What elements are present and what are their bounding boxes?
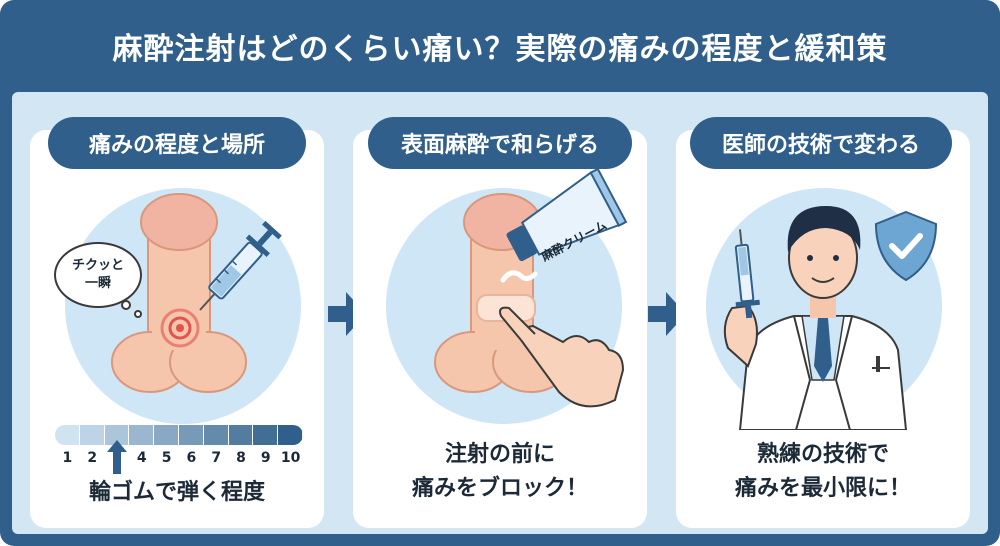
- coat-lapel-left: [793, 315, 812, 430]
- pain-scale-segment: [178, 425, 204, 445]
- pain-scale-label: 7: [211, 450, 222, 466]
- pain-level-arrow-icon: [107, 440, 127, 474]
- pain-scale-segment: [228, 425, 254, 445]
- panel1-heading: 痛みの程度と場所: [48, 117, 306, 169]
- cream-squeeze: [500, 270, 538, 283]
- panel2-illustration: [434, 167, 628, 408]
- coat-lapel-right: [834, 315, 853, 430]
- panel1-caption: 輪ゴムで弾く程度: [88, 480, 265, 505]
- panel3-caption-line1: 熟練の技術で: [756, 442, 889, 467]
- doctor-tie: [814, 318, 832, 382]
- doctor-eye-left: [807, 255, 813, 261]
- doctor-smile: [811, 277, 835, 283]
- pain-ring-inner: [168, 316, 192, 340]
- head-shape: [140, 193, 218, 251]
- pain-scale-label: 4: [136, 450, 147, 466]
- finger-shape: [499, 306, 536, 341]
- title-bar: 麻酔注射はどのくらい痛い？実際の痛みの程度と緩和策: [0, 0, 1000, 92]
- syringe-icon: [734, 229, 760, 319]
- page-title: 麻酔注射はどのくらい痛い？実際の痛みの程度と緩和策: [112, 32, 888, 67]
- arrow-right-icon: [328, 292, 366, 336]
- pain-scale-label: 10: [280, 450, 301, 466]
- arrow-right-icon: [648, 292, 686, 336]
- bubble-text-line2: 一瞬: [84, 276, 111, 291]
- doctor-hair: [787, 206, 861, 252]
- pain-scale-label: 6: [186, 450, 197, 466]
- pain-scale-segment: [203, 425, 229, 445]
- panel3-heading: 医師の技術で変わる: [690, 117, 952, 169]
- pain-scale-label: 5: [161, 450, 172, 466]
- pain-scale-segment: [154, 425, 179, 445]
- pain-scale-bar: [55, 425, 303, 445]
- pain-scale-segment: [55, 425, 80, 445]
- panel2-caption-line2: 痛みをブロック！: [411, 476, 588, 501]
- pain-scale-label: 8: [236, 450, 246, 466]
- pain-scale-segment: [129, 425, 155, 445]
- cream-tube-icon: [506, 167, 628, 262]
- panel1-illustration: [111, 193, 282, 393]
- doctor-hand: [723, 304, 758, 368]
- pain-ring-outer: [160, 308, 200, 348]
- panel3-illustration: [723, 206, 938, 430]
- pain-scale-segment: [79, 425, 105, 445]
- panel3-caption-line2: 痛みを最小限に！: [734, 476, 911, 501]
- pain-scale-label: 1: [62, 450, 73, 466]
- doctor-eye-right: [833, 255, 839, 261]
- pain-scale-label: 9: [260, 450, 271, 466]
- bubble-tail: [121, 300, 142, 318]
- panel2-caption-line1: 注射の前に: [444, 442, 555, 467]
- pain-scale-label: 2: [87, 450, 98, 466]
- pain-scale-segment: [278, 425, 303, 445]
- pain-scale-segment: [104, 425, 130, 445]
- pain-scale-segment: [253, 425, 279, 445]
- pain-point: [176, 324, 184, 332]
- shield-check-icon: [874, 210, 938, 282]
- bubble-text-line1: チクッと: [71, 258, 124, 273]
- pen-icon: [876, 356, 880, 372]
- syringe-icon: [199, 220, 282, 311]
- speech-bubble: チクッと 一瞬: [54, 242, 142, 308]
- panel2-heading: 表面麻酔で和らげる: [368, 117, 632, 169]
